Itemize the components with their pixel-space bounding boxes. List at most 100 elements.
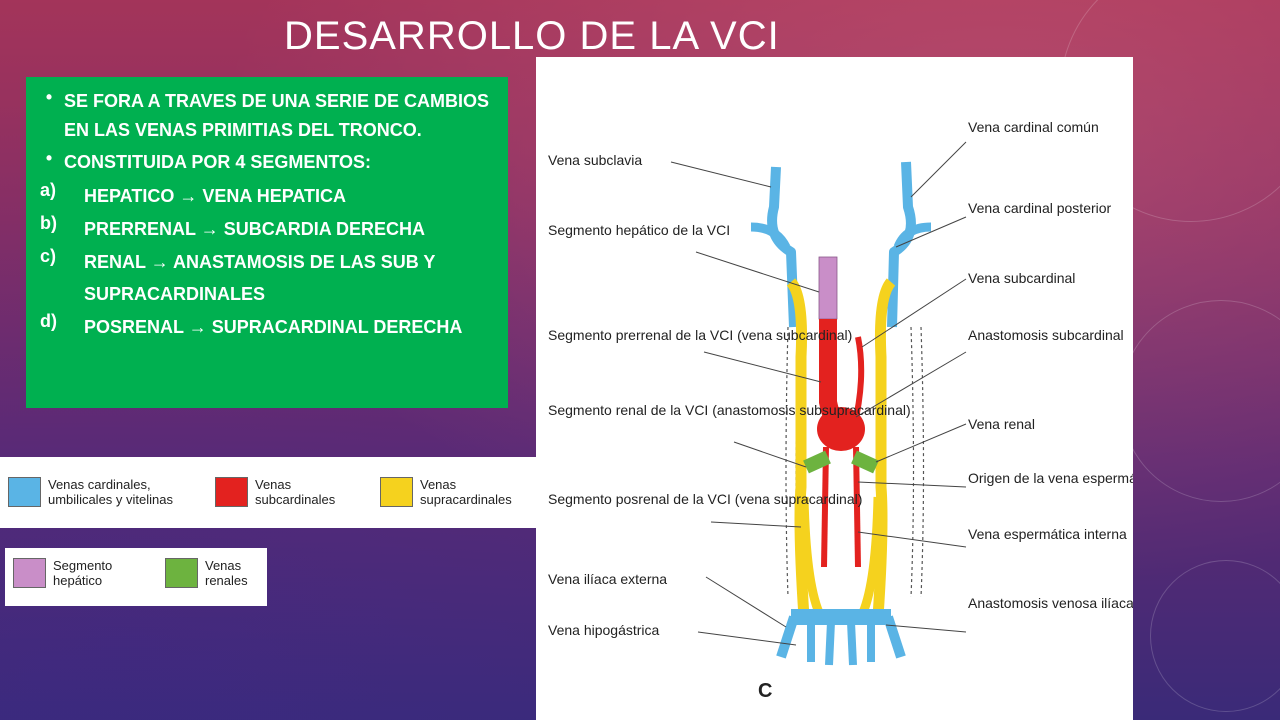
segment-item: d) POSRENAL → SUPRACARDINAL DERECHA — [34, 311, 498, 343]
hypogastric-mid-right — [847, 621, 857, 666]
label-anastomosis-subcardinal: Anastomosis subcardinal — [968, 327, 1124, 343]
dashed-posterior-cardinal-right — [920, 326, 925, 598]
legend-item-renal: Venas renales — [165, 558, 265, 588]
label-segmento-posrenal: Segmento posrenal de la VCI (vena suprac… — [548, 491, 862, 507]
label-vena-renal: Vena renal — [968, 416, 1035, 432]
label-segmento-renal: Segmento renal de la VCI (anastomosis su… — [548, 402, 911, 418]
segment-text: HEPATICO → VENA HEPATICA — [84, 180, 498, 212]
segment-marker: a) — [40, 180, 57, 200]
right-arrow-icon: → — [188, 317, 207, 337]
vci-development-diagram: Vena subclavia Segmento hepático de la V… — [536, 57, 1133, 720]
legend-item-cardinal: Venas cardinales, umbilicales y vitelina… — [8, 477, 198, 507]
leader-line — [710, 521, 802, 528]
bullet-dot-icon: • — [45, 87, 53, 107]
label-vena-cardinal-posterior: Vena cardinal posterior — [968, 200, 1112, 216]
subcardinal-right-lower — [853, 446, 861, 568]
legend-swatch — [13, 558, 46, 588]
bullet-text: SE FORA A TRAVES DE UNA SERIE DE CAMBIOS… — [64, 91, 490, 140]
segment-marker: c) — [40, 246, 57, 266]
subcardinal-left-lower — [821, 446, 829, 568]
segment-item: b) PRERRENAL → SUBCARDIA DERECHA — [34, 213, 498, 245]
color-legend-primary: Venas cardinales, umbilicales y vitelina… — [0, 457, 536, 528]
leader-line — [910, 141, 967, 198]
leader-line — [857, 481, 967, 488]
supracardinal-right — [872, 278, 896, 618]
legend-swatch — [380, 477, 413, 507]
leader-line — [861, 278, 967, 348]
segment-item: a) HEPATICO → VENA HEPATICA — [34, 180, 498, 212]
leader-line — [705, 576, 787, 628]
leader-line — [697, 631, 797, 646]
right-arrow-icon: → — [150, 252, 169, 272]
legend-item-subcardinal: Venas subcardinales — [215, 477, 355, 507]
hepatic-segment — [818, 256, 838, 320]
legend-swatch — [215, 477, 248, 507]
label-vena-cardinal-comun: Vena cardinal común — [968, 119, 1099, 135]
legend-label: Segmento hepático — [53, 558, 113, 588]
legend-item-supracardinal: Venas supracardinales — [380, 477, 530, 507]
dashed-posterior-cardinal-right-inner — [910, 326, 915, 598]
segment-name: PRERRENAL — [84, 219, 196, 239]
legend-swatch — [165, 558, 198, 588]
bullet-item: • CONSTITUIDA POR 4 SEGMENTOS: — [34, 148, 498, 177]
subclavian-left — [750, 222, 791, 250]
legend-label: Venas subcardinales — [255, 477, 336, 507]
supracardinal-left — [786, 278, 810, 618]
segment-text: PRERRENAL → SUBCARDIA DERECHA — [84, 213, 498, 245]
subcardinal-anastomosis — [817, 407, 865, 451]
legend-label: Venas cardinales, umbilicales y vitelina… — [48, 477, 173, 507]
leader-line — [695, 251, 820, 293]
segment-name: POSRENAL — [84, 317, 184, 337]
leader-line — [875, 423, 967, 463]
label-segmento-prerrenal: Segmento prerrenal de la VCI (vena subca… — [548, 327, 852, 343]
segment-text: POSRENAL → SUPRACARDINAL DERECHA — [84, 311, 498, 343]
legend-label: Venas supracardinales — [420, 477, 512, 507]
label-vena-subclavia: Vena subclavia — [548, 152, 642, 168]
leader-line — [855, 351, 967, 418]
segment-marker: b) — [40, 213, 57, 233]
segment-marker: d) — [40, 311, 57, 331]
label-vena-iliaca-externa: Vena ilíaca externa — [548, 571, 667, 587]
label-vena-subcardinal: Vena subcardinal — [968, 270, 1075, 286]
segment-name: RENAL — [84, 252, 146, 272]
right-arrow-icon: → — [179, 186, 198, 206]
label-origen-espermatica: Origen de la vena espermática interna — [968, 470, 1133, 486]
subclavian-right — [893, 222, 932, 249]
legend-swatch — [8, 477, 41, 507]
segment-target: SUBCARDIA DERECHA — [223, 219, 426, 239]
bullet-dot-icon: • — [45, 148, 53, 168]
segment-item: c) RENAL → ANASTAMOSIS DE LAS SUB Y SUPR… — [34, 246, 498, 310]
dashed-posterior-cardinal-left — [785, 326, 789, 598]
segment-text: RENAL → ANASTAMOSIS DE LAS SUB Y SUPRACA… — [84, 246, 498, 310]
panel-letter: C — [758, 680, 772, 702]
bullet-text: CONSTITUIDA POR 4 SEGMENTOS: — [64, 152, 372, 172]
leader-line — [703, 351, 822, 383]
renal-vein-left — [803, 450, 831, 474]
hypogastric-mid-left — [825, 621, 835, 666]
slide-title: DESARROLLO DE LA VCI — [284, 14, 780, 58]
leader-line — [885, 624, 967, 633]
leader-line — [857, 531, 967, 548]
leader-lines — [670, 141, 967, 646]
segment-target: VENA HEPATICA — [202, 186, 347, 206]
segment-name: HEPATICO — [84, 186, 175, 206]
bullet-item: • SE FORA A TRAVES DE UNA SERIE DE CAMBI… — [34, 87, 498, 145]
iliac-vein-left — [776, 615, 799, 659]
label-vena-espermatica-interna: Vena espermática interna — [968, 526, 1127, 542]
legend-label: Venas renales — [205, 558, 248, 588]
leader-line — [670, 161, 772, 188]
segment-target: ANASTAMOSIS DE LAS SUB Y SUPRACARDINALES — [84, 252, 436, 304]
color-legend-secondary: Segmento hepático Venas renales — [5, 548, 267, 606]
label-vena-hipogastrica: Vena hipogástrica — [548, 622, 660, 638]
leader-line — [733, 441, 807, 468]
right-arrow-icon: → — [200, 219, 219, 239]
leader-line — [895, 216, 967, 248]
label-segmento-hepatico: Segmento hepático de la VCI — [548, 222, 730, 238]
posrenal-loop — [799, 496, 883, 622]
summary-text-box: • SE FORA A TRAVES DE UNA SERIE DE CAMBI… — [26, 77, 508, 408]
vci-diagram-svg: Vena subclavia Segmento hepático de la V… — [548, 119, 1133, 702]
segment-target: SUPRACARDINAL DERECHA — [211, 317, 463, 337]
iliac-vein-right — [883, 615, 906, 659]
renal-vein-right — [851, 450, 879, 474]
